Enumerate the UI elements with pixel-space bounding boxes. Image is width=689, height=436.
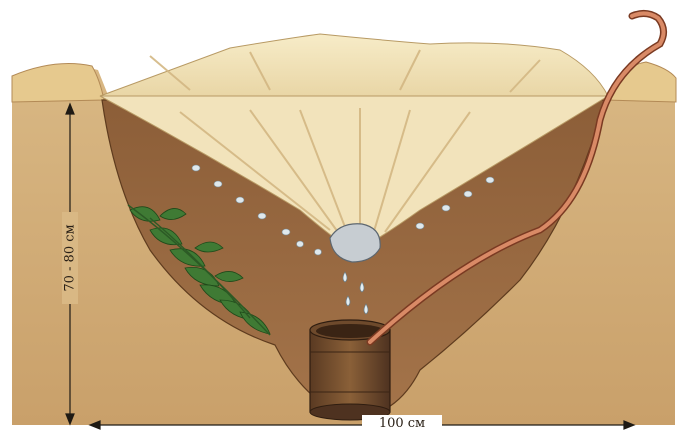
plastic-sheet-top (100, 34, 608, 96)
width-label: 100 см (379, 416, 425, 431)
depth-label: 70 - 80 см (63, 224, 78, 291)
left-mound (12, 64, 104, 102)
